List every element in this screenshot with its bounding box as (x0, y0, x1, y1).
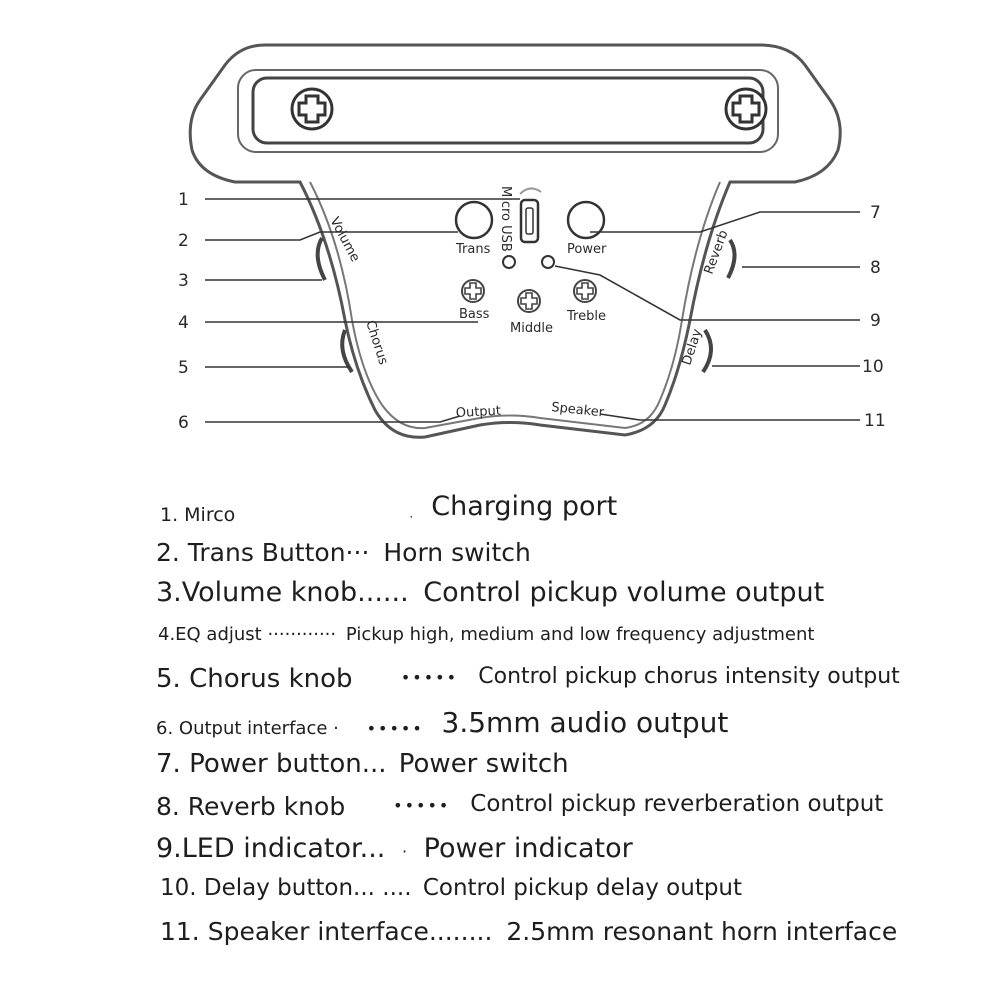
legend-item-name: 7. Power button... (156, 749, 387, 779)
legend-item: 7. Power button... Power switch (156, 749, 569, 779)
label-output: Output (455, 404, 501, 421)
delay-knob-edge (701, 328, 713, 374)
legend-item-detail: 3.5mm audio output (441, 706, 729, 739)
legend-dots: ••••• (366, 719, 424, 738)
callout-8: 8 (870, 258, 881, 278)
legend-item: 1. Mirco · Charging port (160, 491, 617, 528)
legend-item-name: 5. Chorus knob (156, 664, 353, 694)
callout-7: 7 (870, 203, 881, 223)
bass-knob-icon (461, 279, 485, 303)
legend-dot: · (409, 510, 414, 524)
legend-item-detail: Pickup high, medium and low frequency ad… (345, 624, 815, 645)
device-diagram: Micro USB Trans Power Volume Reverb Bass… (178, 43, 886, 439)
legend-item-detail: Power indicator (423, 833, 633, 864)
power-button-icon (566, 200, 606, 240)
legend-item: 6. Output interface · ••••• 3.5mm audio … (156, 706, 729, 741)
legend-item-name: 6. Output interface · (156, 718, 339, 739)
leader-lines (205, 198, 860, 423)
legend-item: 5. Chorus knob ••••• Control pickup chor… (156, 664, 900, 694)
callout-5: 5 (178, 358, 189, 378)
legend-item-name: 4.EQ adjust ············ (158, 624, 337, 645)
callout-10: 10 (862, 357, 884, 377)
callout-3: 3 (178, 271, 189, 291)
callout-1: 1 (178, 190, 189, 210)
legend-item-name: 1. Mirco (160, 504, 236, 526)
micro-usb-port (519, 198, 540, 244)
callout-9: 9 (870, 311, 881, 331)
label-power: Power (567, 242, 607, 257)
legend-item-detail: Control pickup volume output (423, 577, 825, 608)
label-treble: Treble (566, 309, 606, 324)
callout-4: 4 (178, 313, 189, 333)
middle-knob-icon (517, 289, 541, 313)
label-bass: Bass (459, 307, 490, 322)
legend-item: 3.Volume knob...... Control pickup volum… (156, 577, 824, 608)
legend-item-name: 8. Reverb knob (156, 792, 346, 821)
callout-6: 6 (178, 413, 189, 433)
legend-item: 4.EQ adjust ············ Pickup high, me… (158, 624, 814, 645)
legend-dot: · (401, 842, 408, 861)
top-plate-inner (237, 69, 779, 153)
chorus-knob-edge (340, 329, 354, 374)
legend-item-detail: Control pickup chorus intensity output (478, 664, 900, 689)
legend-item: 10. Delay button... .... Control pickup … (160, 875, 742, 901)
legend-dots: ••••• (400, 668, 458, 687)
legend-item: 9.LED indicator... · Power indicator (156, 833, 633, 864)
callout-2: 2 (178, 231, 189, 251)
reverb-knob-edge (726, 238, 737, 279)
screw-left-icon (290, 87, 334, 131)
label-speaker: Speaker (551, 400, 606, 421)
legend-item-detail: Charging port (431, 491, 618, 522)
screw-right-icon (724, 87, 768, 131)
label-middle: Middle (510, 321, 553, 336)
legend-item-name: 9.LED indicator... (156, 833, 386, 864)
legend-item: 2. Trans Button··· Horn switch (156, 538, 531, 567)
legend-dots: ••••• (393, 796, 451, 815)
legend-item-detail: Horn switch (383, 538, 531, 567)
trans-button-icon (454, 200, 494, 240)
legend-item-name: 2. Trans Button··· (156, 538, 370, 567)
led-icon (502, 255, 516, 269)
label-trans: Trans (455, 242, 491, 257)
legend-item: 11. Speaker interface........ 2.5mm reso… (160, 917, 897, 946)
legend-item: 8. Reverb knob ••••• Control pickup reve… (156, 791, 884, 821)
legend-item-name: 11. Speaker interface........ (160, 917, 493, 946)
legend-item-name: 10. Delay button... .... (160, 875, 412, 901)
led-indicator-icon (541, 255, 555, 269)
legend-item-name: 3.Volume knob...... (156, 577, 409, 608)
volume-knob-edge (315, 236, 327, 281)
label-micro-usb: Micro USB (498, 186, 513, 252)
legend-item-detail: Power switch (398, 749, 569, 779)
legend-item-detail: 2.5mm resonant horn interface (506, 917, 898, 946)
callout-11: 11 (864, 411, 886, 431)
legend-item-detail: Control pickup reverberation output (470, 791, 884, 817)
legend-item-detail: Control pickup delay output (422, 875, 743, 901)
treble-knob-icon (573, 279, 597, 303)
